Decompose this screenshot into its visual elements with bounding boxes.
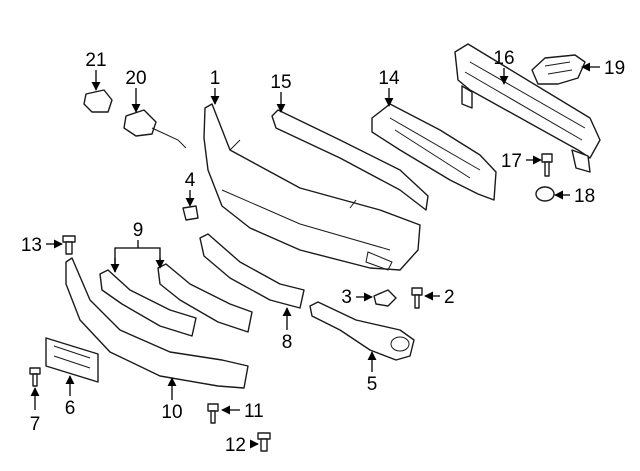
- part-6-license-bracket[interactable]: [45, 337, 99, 383]
- leader-lines: [30, 62, 600, 449]
- part-18-nut[interactable]: [535, 186, 555, 202]
- part-21-connector[interactable]: [83, 89, 113, 113]
- part-20-sensor[interactable]: [123, 109, 187, 149]
- part-5-fog-bezel[interactable]: [309, 301, 415, 361]
- part-8-grille-strip[interactable]: [199, 233, 305, 309]
- part-7-screw[interactable]: [29, 367, 41, 387]
- callout-labels: 1 2 3 4 5 6 7 8 9 10 11 12 13 14 15 16 1…: [21, 48, 625, 456]
- callout-1[interactable]: 1: [210, 68, 221, 89]
- callout-20[interactable]: 20: [125, 68, 146, 89]
- callout-12[interactable]: 12: [225, 435, 246, 456]
- part-3-clip[interactable]: [373, 289, 397, 307]
- callout-14[interactable]: 14: [378, 68, 400, 89]
- callout-18[interactable]: 18: [574, 186, 595, 207]
- callout-15[interactable]: 15: [270, 72, 291, 93]
- part-17-bolt[interactable]: [541, 153, 553, 177]
- callout-11[interactable]: 11: [244, 401, 264, 422]
- part-9-grilles[interactable]: [99, 263, 253, 337]
- callout-10[interactable]: 10: [161, 402, 182, 423]
- callout-17[interactable]: 17: [501, 151, 522, 172]
- part-14-absorber[interactable]: [371, 103, 497, 201]
- part-2-screw[interactable]: [411, 287, 423, 309]
- callout-7[interactable]: 7: [30, 414, 41, 435]
- callout-8[interactable]: 8: [282, 332, 293, 353]
- callout-5[interactable]: 5: [367, 374, 378, 395]
- part-10-lower-spoiler[interactable]: [65, 257, 249, 389]
- callout-4[interactable]: 4: [185, 170, 196, 191]
- part-13-push-pin[interactable]: [62, 235, 76, 255]
- part-11-screw[interactable]: [207, 403, 219, 424]
- part-12-push-pin[interactable]: [257, 432, 271, 452]
- part-15-upper-molding[interactable]: [271, 109, 429, 211]
- part-1-bumper-cover[interactable]: [203, 103, 421, 271]
- callout-19[interactable]: 19: [604, 58, 625, 79]
- callout-13[interactable]: 13: [21, 235, 42, 256]
- callout-16[interactable]: 16: [493, 48, 514, 69]
- callout-6[interactable]: 6: [65, 398, 76, 419]
- callout-3[interactable]: 3: [341, 287, 352, 308]
- callout-21[interactable]: 21: [85, 50, 106, 71]
- part-19-bracket[interactable]: [531, 54, 586, 85]
- callout-9[interactable]: 9: [133, 220, 144, 241]
- part-4-clip[interactable]: [182, 205, 199, 221]
- part-16-impact-bar[interactable]: [454, 43, 601, 173]
- callout-2[interactable]: 2: [444, 287, 455, 308]
